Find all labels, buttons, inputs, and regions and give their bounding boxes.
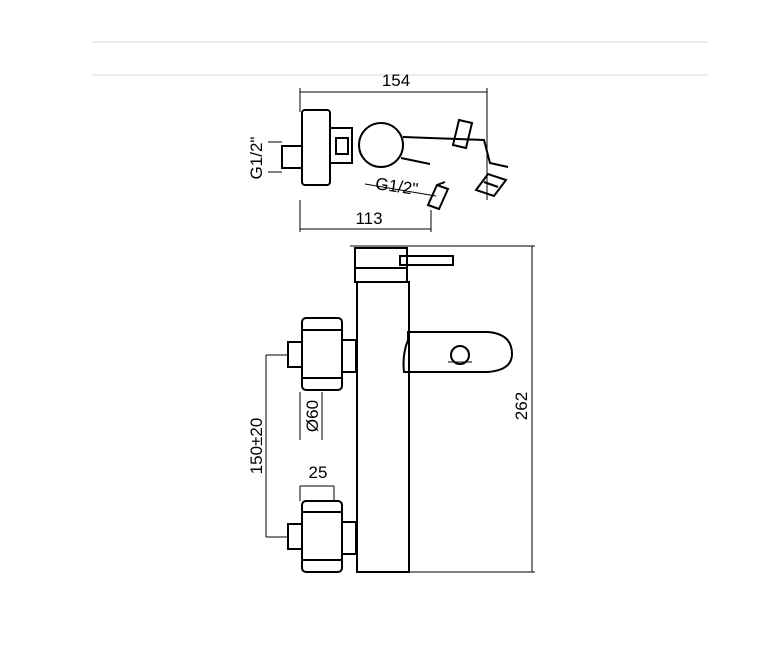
dim-centers: 150±20 — [247, 418, 266, 475]
dim-nut-width: 25 — [309, 463, 328, 482]
top-view — [268, 88, 509, 232]
dim-diameter: Ø60 — [303, 400, 322, 432]
dim-top-width: 154 — [382, 71, 410, 90]
dim-outlet-thread: G1/2" — [374, 174, 419, 199]
dim-top-depth: 113 — [355, 209, 382, 228]
faint-guide-lines — [92, 41, 708, 76]
dim-inlet-thread: G1/2" — [247, 137, 266, 180]
dim-height: 262 — [512, 392, 531, 420]
front-view — [265, 245, 535, 573]
